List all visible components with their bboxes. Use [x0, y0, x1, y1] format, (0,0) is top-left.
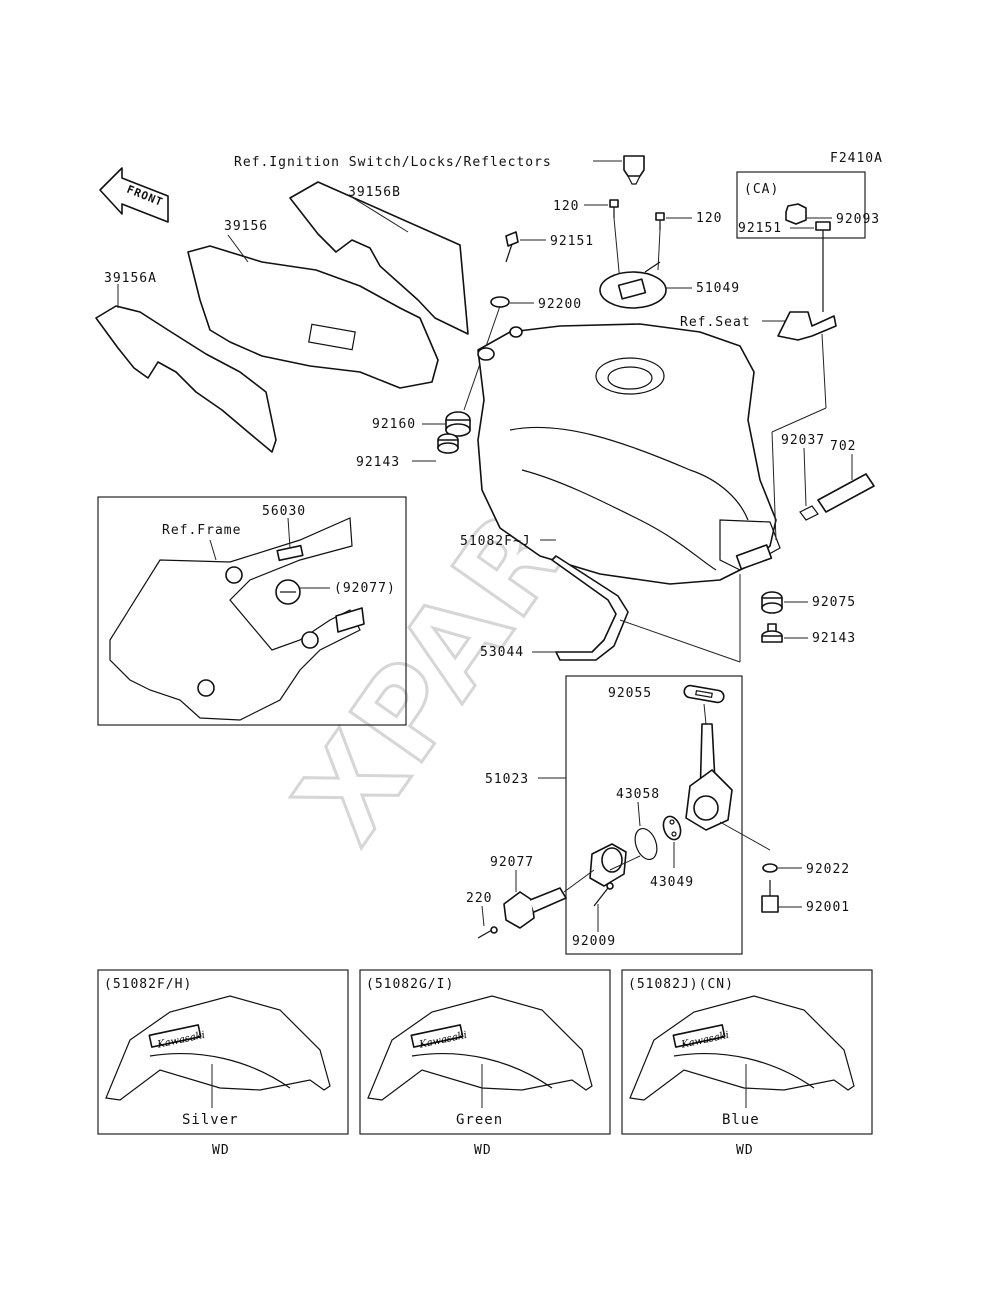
lever-92077	[503, 887, 567, 929]
part-92037: 92037	[781, 433, 825, 448]
front-arrow-icon: FRONT	[99, 167, 169, 223]
fuel-cock-box	[565, 675, 743, 955]
cap-92093-part	[785, 203, 807, 225]
damper-92075	[761, 591, 783, 614]
gasket-92055	[683, 684, 725, 704]
part-92143-b: 92143	[812, 631, 856, 646]
part-39156A: 39156A	[104, 271, 157, 286]
packing-43049	[662, 815, 682, 841]
diagram-id: F2410A	[830, 151, 883, 166]
part-220: 220	[466, 891, 492, 906]
washer-92200	[490, 296, 510, 308]
variant-box-2: (51082G/I) Kawasaki Green	[359, 969, 611, 1135]
part-39156: 39156	[224, 219, 268, 234]
damper-92160	[445, 411, 471, 437]
bolt-92151-a	[505, 231, 519, 263]
variant-code-1: (51082F/H)	[104, 977, 192, 992]
part-92093: 92093	[836, 212, 880, 227]
collar-92143-b	[761, 623, 783, 643]
seat-bracket-part	[777, 311, 837, 341]
ref-seat-label: Ref.Seat	[680, 315, 751, 330]
rubber-92077-frame	[275, 579, 301, 605]
variant-region-2: WD	[474, 1143, 492, 1158]
part-92001: 92001	[806, 900, 850, 915]
oring-43058	[634, 827, 658, 861]
part-43058: 43058	[616, 787, 660, 802]
pad-39156A	[95, 305, 277, 453]
ref-ignition-label: Ref.Ignition Switch/Locks/Reflectors	[234, 155, 552, 170]
part-92077-b: 92077	[490, 855, 534, 870]
filler-cap-51049	[599, 261, 667, 309]
part-92160: 92160	[372, 417, 416, 432]
pad-39156	[187, 245, 439, 389]
washer-92022	[762, 863, 778, 873]
hose-702	[817, 473, 875, 513]
variant-code-3: (51082J)(CN)	[628, 977, 734, 992]
variant-color-2: Green	[456, 1112, 503, 1128]
part-92077-a: (92077)	[334, 581, 396, 596]
variant-region-1: WD	[212, 1143, 230, 1158]
plate-assy	[589, 843, 627, 887]
ref-frame-label: Ref.Frame	[162, 523, 241, 538]
variant-color-1: Silver	[182, 1112, 239, 1128]
clip-92037	[799, 505, 819, 521]
part-92143-a: 92143	[356, 455, 400, 470]
frame-part	[109, 517, 365, 721]
ca-label: (CA)	[744, 182, 779, 197]
variant-region-3: WD	[736, 1143, 754, 1158]
part-51082: 51082F~J	[460, 534, 531, 549]
pad-39156B	[289, 181, 469, 335]
part-92151-a: 92151	[550, 234, 594, 249]
part-39156B: 39156B	[348, 185, 401, 200]
lock-cap-part	[623, 155, 645, 185]
fuel-cock-body	[685, 723, 733, 831]
part-43049: 43049	[650, 875, 694, 890]
variant-box-3: (51082J)(CN) Kawasaki Blue	[621, 969, 873, 1135]
part-92022: 92022	[806, 862, 850, 877]
variant-code-2: (51082G/I)	[366, 977, 454, 992]
variant-color-3: Blue	[722, 1112, 760, 1128]
part-51049: 51049	[696, 281, 740, 296]
seal-53044	[551, 555, 629, 661]
ca-box	[736, 171, 866, 239]
part-51023: 51023	[485, 772, 529, 787]
part-92055: 92055	[608, 686, 652, 701]
part-53044: 53044	[480, 645, 524, 660]
part-120-a: 120	[553, 199, 579, 214]
part-92009: 92009	[572, 934, 616, 949]
part-92151-b: 92151	[738, 221, 782, 236]
fuel-tank-51082	[477, 323, 781, 585]
collar-92143-a	[437, 433, 459, 454]
screw-220	[477, 926, 498, 939]
part-92200: 92200	[538, 297, 582, 312]
bolt-92001	[761, 880, 779, 913]
part-56030: 56030	[262, 504, 306, 519]
variant-box-1: (51082F/H) Kawasaki Silver	[97, 969, 349, 1135]
part-702: 702	[830, 439, 856, 454]
part-92075: 92075	[812, 595, 856, 610]
bolt-92151-b	[815, 221, 831, 312]
screw-120-a	[609, 199, 619, 218]
screw-120-b	[655, 212, 665, 230]
part-120-b: 120	[696, 211, 722, 226]
ref-frame-box	[97, 496, 407, 726]
screw-92009	[593, 882, 614, 907]
